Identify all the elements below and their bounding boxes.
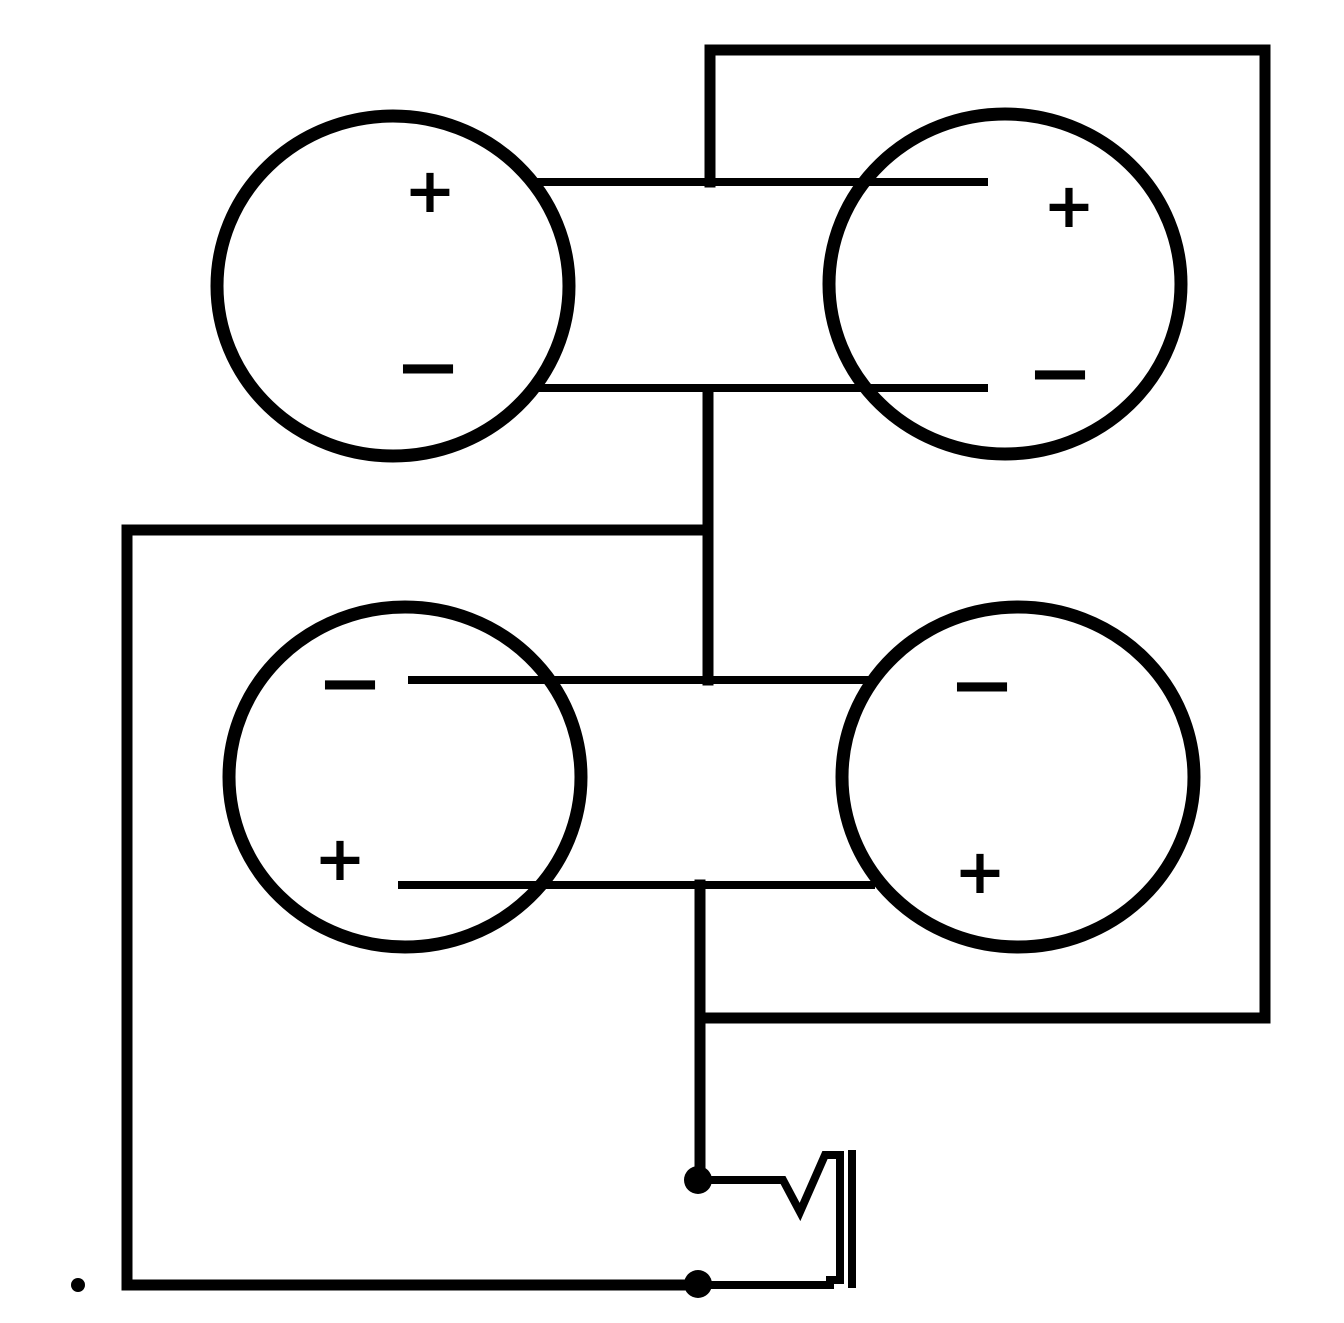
wire-left-loop xyxy=(121,524,714,1291)
speaker-bottom-left-negative-label: − xyxy=(316,636,383,729)
stray-dot xyxy=(71,1278,85,1292)
speaker-top-left xyxy=(210,109,576,463)
jack-sleeve-terminal xyxy=(684,1270,712,1298)
speaker-top-right-positive-label: + xyxy=(1043,169,1095,242)
jack-tip-terminal xyxy=(684,1166,712,1194)
speaker-top-right xyxy=(822,107,1188,461)
speaker-top-left-negative-label: − xyxy=(394,320,461,413)
speaker-bottom-left-positive-label: + xyxy=(314,822,366,895)
speaker-top-left-positive-label: + xyxy=(404,154,456,227)
speaker-bottom-right-negative-label: − xyxy=(948,638,1015,731)
speaker-top-right-negative-label: − xyxy=(1026,326,1093,419)
wire-right-loop xyxy=(698,44,1271,1024)
speaker-bottom-left xyxy=(222,600,588,954)
speaker-bottom-right-positive-label: + xyxy=(954,835,1006,908)
speaker-bottom-right xyxy=(835,600,1201,954)
output-jack-icon xyxy=(684,1150,856,1298)
